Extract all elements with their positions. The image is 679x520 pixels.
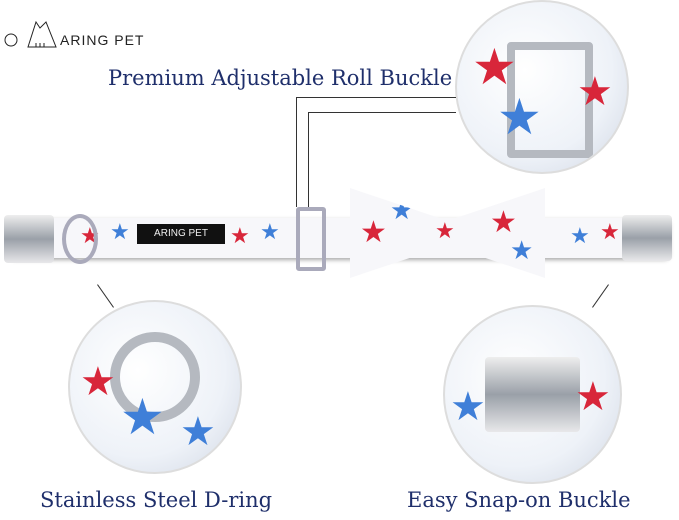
cat-logo-icon [4,20,57,48]
roll-buckle-closeup: ★ ★ ★ [455,0,629,174]
d-ring-closeup: ★ ★ ★ [68,300,242,474]
collar-strap: ★ ★ ★ ★ ★ ★ [10,218,670,258]
collar-roll-buckle [296,207,326,271]
brand-tag: ARING PET [137,224,225,244]
roll-buckle-label: Premium Adjustable Roll Buckle [108,66,453,90]
connector-line [592,284,609,308]
collar-d-ring [62,214,98,264]
snap-buckle-closeup: ★ ★ [443,305,622,484]
connector-line [308,112,456,113]
logo-text: ARING PET [60,32,145,48]
d-ring-label: Stainless Steel D-ring [40,488,273,512]
connector-line [308,112,309,207]
brand-logo: ARING PET [4,20,144,48]
collar-snap-buckle [622,215,672,261]
collar-snap-buckle [4,215,54,263]
bow-tie: ★ ★ ★ ★ ★ [350,188,545,278]
connector-line [296,97,456,98]
snap-buckle-label: Easy Snap-on Buckle [407,488,631,512]
connector-line [296,97,297,207]
connector-line [97,284,114,308]
